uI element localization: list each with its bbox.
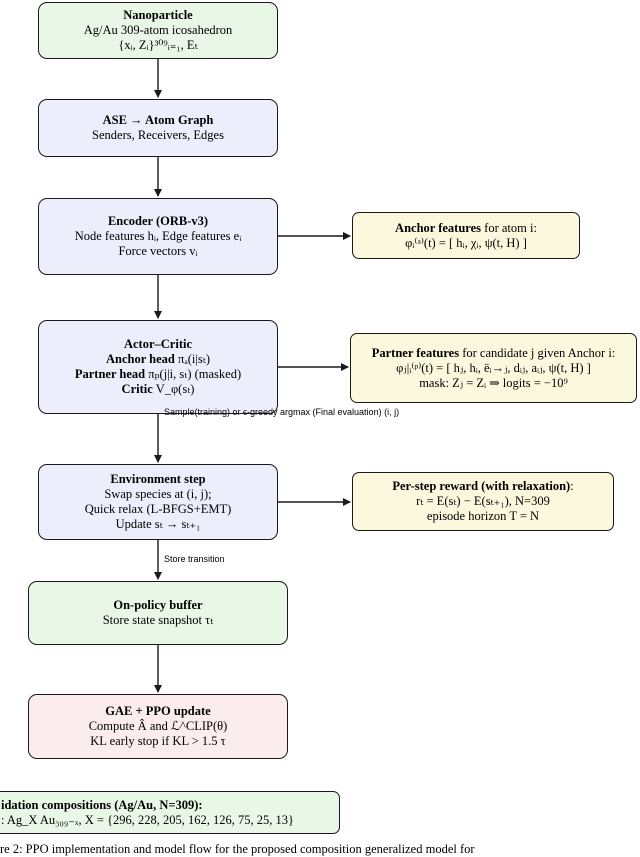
- node-encoder: Encoder (ORB-v3) Node features hᵢ, Edge …: [38, 198, 278, 275]
- critic-label: Critic: [121, 382, 153, 396]
- node-environment-step: Environment step Swap species at (i, j);…: [38, 464, 278, 540]
- node-nanoparticle-line2: {xᵢ, Zᵢ}³⁰⁹ᵢ₌₁, Eₜ: [118, 38, 198, 52]
- node-environment-title: Environment step: [110, 472, 206, 486]
- critic-expr: V_φ(sₜ): [155, 382, 195, 396]
- anchor-head-expr: πₐ(i|sₜ): [178, 352, 210, 366]
- node-validation-title: idation compositions (Ag/Au, N=309):: [1, 797, 203, 812]
- reward-title-rest: :: [570, 479, 574, 493]
- node-buffer-title: On-policy buffer: [113, 598, 203, 612]
- node-nanoparticle: Nanoparticle Ag/Au 309-atom icosahedron …: [38, 2, 278, 59]
- node-ppo-line2: KL early stop if KL > 1.5 τ: [90, 734, 226, 748]
- node-actor-critic-title: Actor–Critic: [123, 337, 193, 351]
- node-partner-features: Partner features for candidate j given A…: [350, 333, 637, 403]
- node-actor-critic-partner: Partner head πₚ(j|i, sₜ) (masked): [75, 367, 241, 382]
- node-gae-ppo-update: GAE + PPO update Compute Â and ℒ^CLIP(θ)…: [28, 694, 288, 759]
- node-anchor-features-heading: Anchor features for atom i:: [395, 221, 537, 236]
- figure-caption: re 2: PPO implementation and model flow …: [0, 842, 475, 856]
- node-actor-critic-anchor: Anchor head πₐ(i|sₜ): [106, 352, 210, 367]
- node-ase-title: ASE → Atom Graph: [102, 113, 214, 127]
- node-anchor-features-line1: φᵢ⁽ᵃ⁾(t) = [ hᵢ, χᵢ, ψ(t, H) ]: [405, 235, 527, 250]
- node-reward-heading: Per-step reward (with relaxation):: [392, 479, 573, 494]
- node-reward-line2: episode horizon T = N: [426, 509, 540, 523]
- partner-features-title-rest: for candidate j given Anchor i:: [459, 345, 616, 360]
- edge-label-sample: Sample(training) or ϵ-greedy argmax (Fin…: [164, 407, 400, 417]
- node-on-policy-buffer: On-policy buffer Store state snapshot τₜ: [28, 581, 288, 645]
- node-ppo-title: GAE + PPO update: [105, 704, 211, 718]
- reward-title: Per-step reward (with relaxation): [392, 479, 571, 493]
- node-environment-line3: Update sₜ → sₜ₊₁: [115, 517, 201, 531]
- node-environment-line1: Swap species at (i, j);: [104, 487, 212, 501]
- partner-head-label: Partner head: [74, 367, 146, 381]
- node-actor-critic-critic: Critic V_φ(sₜ): [122, 382, 195, 397]
- node-validation-line1: : Ag_X Au₃₀₉₋ₓ, X = {296, 228, 205, 162,…: [1, 812, 295, 827]
- node-encoder-line2: Force vectors vᵢ: [118, 244, 198, 258]
- node-partner-features-heading: Partner features for candidate j given A…: [372, 346, 616, 361]
- node-reward-line1: rₜ = E(sₜ) − E(sₜ₊₁), N=309: [416, 494, 550, 508]
- node-ase-line1: Senders, Receivers, Edges: [92, 128, 224, 142]
- node-environment-line2: Quick relax (L-BFGS+EMT): [84, 502, 232, 516]
- node-encoder-title: Encoder (ORB-v3): [107, 214, 209, 228]
- node-nanoparticle-line1: Ag/Au 309-atom icosahedron: [83, 23, 233, 37]
- partner-head-expr: πₚ(j|i, sₜ) (masked): [148, 367, 242, 381]
- edge-label-store: Store transition: [164, 554, 225, 564]
- node-partner-features-line2: mask: Zⱼ = Zᵢ ⇒ logits = −10⁹: [419, 375, 568, 390]
- node-buffer-line1: Store state snapshot τₜ: [102, 613, 214, 627]
- anchor-features-title: Anchor features: [395, 220, 482, 235]
- node-nanoparticle-title: Nanoparticle: [123, 8, 193, 22]
- anchor-features-title-rest: for atom i:: [481, 220, 537, 235]
- node-ase-atom-graph: ASE → Atom Graph Senders, Receivers, Edg…: [38, 99, 278, 157]
- node-actor-critic: Actor–Critic Anchor head πₐ(i|sₜ) Partne…: [38, 320, 278, 414]
- anchor-head-label: Anchor head: [106, 352, 175, 366]
- node-anchor-features: Anchor features for atom i: φᵢ⁽ᵃ⁾(t) = […: [352, 212, 580, 259]
- node-encoder-line1: Node features hᵢ, Edge features eᵢ: [74, 229, 242, 243]
- node-per-step-reward: Per-step reward (with relaxation): rₜ = …: [352, 472, 614, 531]
- node-ppo-line1: Compute Â and ℒ^CLIP(θ): [88, 719, 228, 733]
- node-validation-compositions: idation compositions (Ag/Au, N=309): : A…: [0, 791, 340, 834]
- node-partner-features-line1: φⱼ|ᵢ⁽ᵖ⁾(t) = [ hⱼ, hᵢ, ëᵢ→ⱼ, dᵢⱼ, aᵢⱼ, ψ…: [396, 360, 591, 375]
- partner-features-title: Partner features: [371, 345, 460, 360]
